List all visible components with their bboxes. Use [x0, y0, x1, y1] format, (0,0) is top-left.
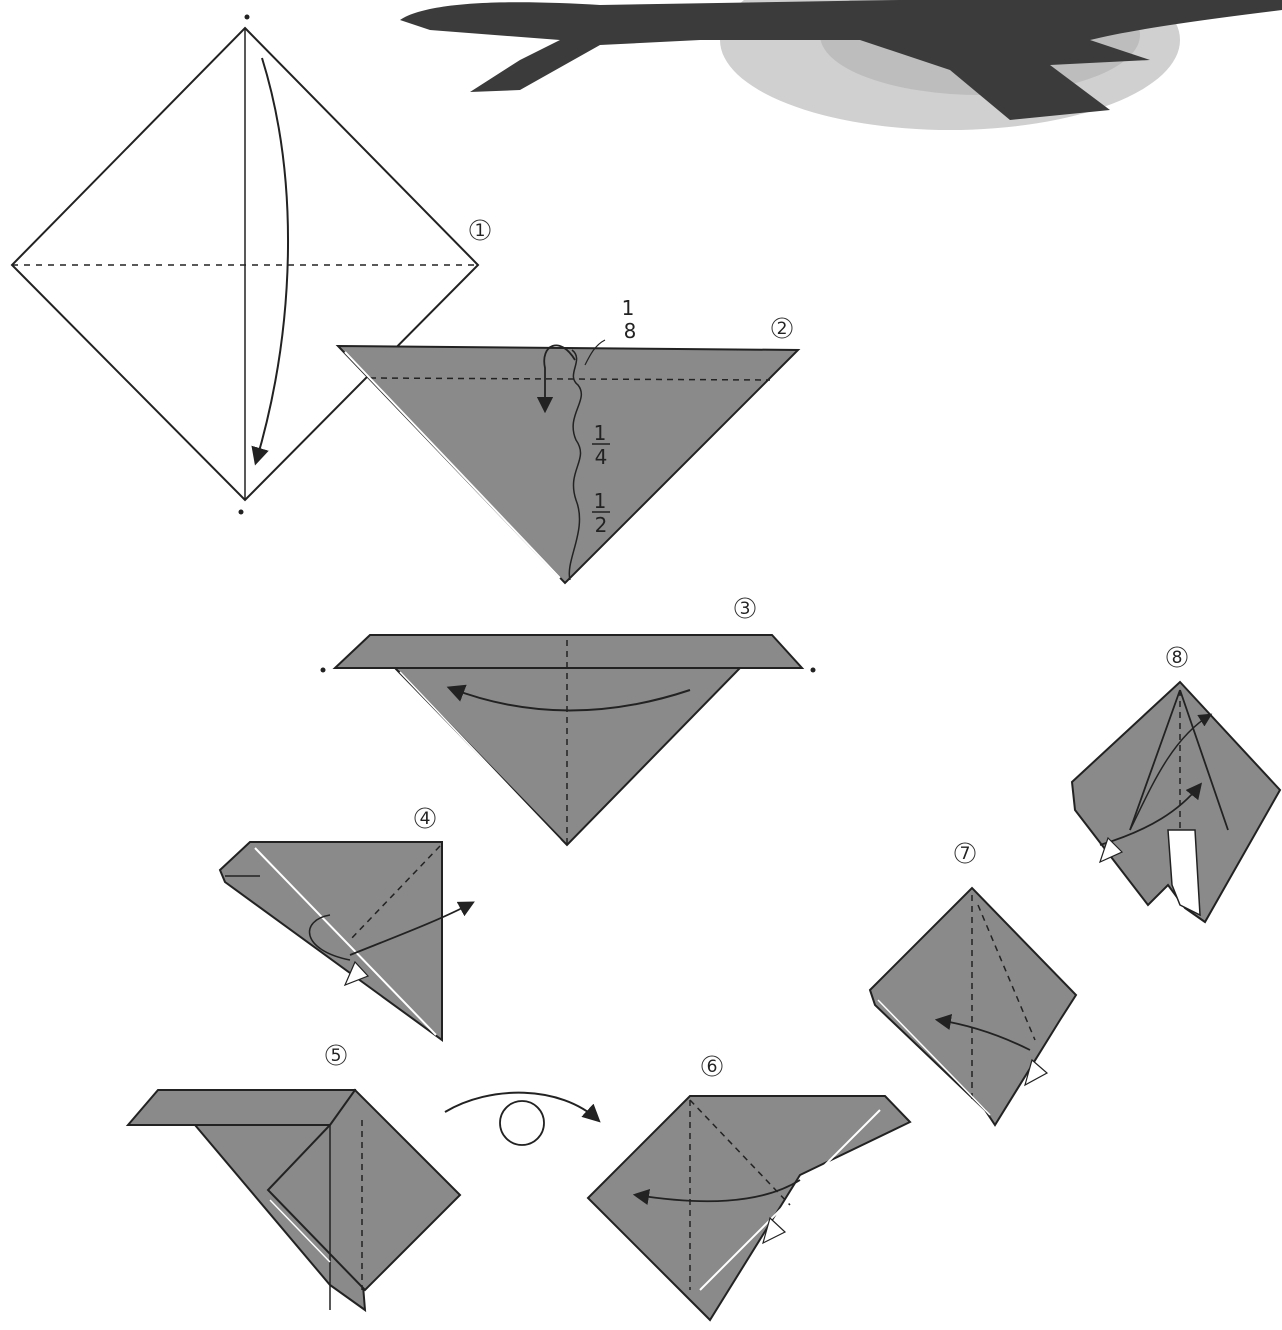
- step-3-dot-left: [321, 668, 326, 673]
- step-7-shape: [870, 888, 1076, 1125]
- step-8: 8: [1072, 647, 1280, 922]
- step-6: 6: [588, 1056, 910, 1320]
- step-7: 7: [870, 843, 1076, 1125]
- step-1-dot-top: [245, 15, 250, 20]
- step-3-number: 3: [740, 599, 751, 619]
- step-2-triangle: [338, 346, 798, 583]
- step-1: 1: [12, 15, 490, 515]
- step-8-inner-layer: [1168, 830, 1200, 915]
- step-5: 5: [128, 1045, 460, 1310]
- step-1-dot-bottom: [239, 510, 244, 515]
- step-2-number: 2: [777, 319, 788, 339]
- step-4: 4: [220, 808, 472, 1040]
- step-1-number: 1: [475, 221, 486, 241]
- fraction-eighth-den: 8: [624, 319, 637, 343]
- fraction-eighth-num: 1: [622, 296, 635, 320]
- step-3: 3: [321, 598, 816, 845]
- turn-over-symbol: [445, 1093, 598, 1145]
- step-2: 2 1 8 1 4 1 2: [338, 296, 798, 583]
- step-7-number: 7: [960, 844, 971, 864]
- fraction-half-num: 1: [594, 489, 607, 513]
- fraction-quarter-num: 1: [594, 421, 607, 445]
- step-4-number: 4: [420, 809, 431, 829]
- step-3-folded-band: [335, 635, 802, 668]
- step-3-dot-right: [811, 668, 816, 673]
- step-5-number: 5: [331, 1046, 342, 1066]
- turn-over-icon: [500, 1101, 544, 1145]
- step-4-shape: [220, 842, 442, 1040]
- step-6-number: 6: [707, 1057, 718, 1077]
- step-5-top-band: [128, 1090, 355, 1125]
- fraction-half-den: 2: [595, 513, 608, 537]
- fraction-quarter-den: 4: [595, 445, 608, 469]
- step-8-number: 8: [1172, 648, 1183, 668]
- model-photo: [400, 0, 1282, 130]
